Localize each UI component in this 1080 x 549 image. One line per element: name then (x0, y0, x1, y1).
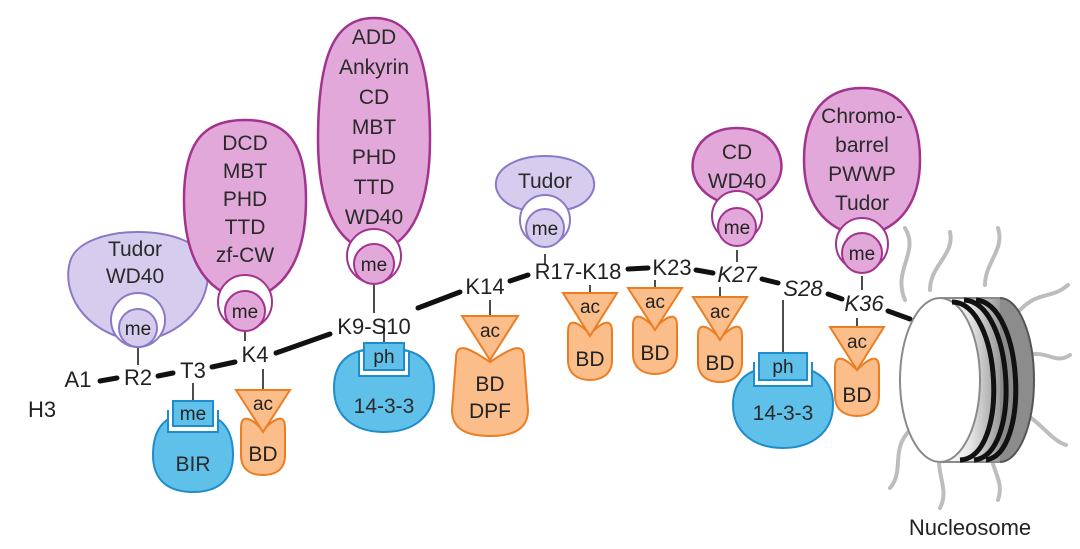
residue-r2: R2 (124, 365, 152, 390)
residue-t3: T3 (180, 358, 206, 383)
residue-a1: A1 (65, 367, 92, 392)
mark-me-k27 (717, 207, 757, 247)
svg-text:BD: BD (640, 342, 669, 365)
reader-k23-bd: ac BD (626, 280, 684, 376)
svg-text:me: me (724, 218, 750, 239)
mark-me-r17 (525, 208, 565, 248)
svg-text:ph: ph (373, 347, 394, 368)
nucleosome-label: Nucleosome (909, 515, 1031, 540)
svg-text:CD: CD (359, 86, 389, 109)
residue-k14: K14 (465, 274, 504, 299)
svg-text:WD40: WD40 (106, 265, 164, 288)
residue-k9-s10: K9-S10 (337, 314, 410, 339)
svg-text:ac: ac (480, 321, 500, 342)
reader-k9-add-ankyrin: me ADD Ankyrin CD MBT PHD TTD WD40 (316, 16, 432, 313)
residue-k23: K23 (652, 255, 691, 280)
svg-text:CD: CD (722, 141, 752, 164)
svg-text:DCD: DCD (222, 132, 268, 155)
svg-text:me: me (125, 319, 151, 340)
svg-text:BIR: BIR (175, 453, 210, 476)
reader-k36-chromobarrel-pwwp: me Chromo- barrel PWWP Tudor (802, 86, 922, 290)
histone-label: H3 (28, 397, 56, 422)
reader-t3-bir: me BIR (151, 383, 235, 494)
mark-me-k9 (353, 243, 395, 285)
svg-text:14-3-3: 14-3-3 (753, 402, 814, 425)
histone-tail-backbone (97, 265, 913, 384)
mark-ac-k14 (460, 315, 520, 362)
reader-k4-dcd-mbt-phd: me DCD MBT PHD TTD zf-CW (182, 118, 308, 341)
svg-text:ac: ac (847, 332, 867, 353)
svg-text:PHD: PHD (352, 146, 396, 169)
svg-text:ADD: ADD (352, 26, 396, 49)
svg-text:BD: BD (575, 348, 604, 371)
svg-text:MBT: MBT (352, 116, 397, 139)
mark-ph-s28 (758, 352, 808, 381)
mark-ph-s10 (363, 342, 405, 371)
svg-text:BD: BD (705, 352, 734, 375)
residue-k36: K36 (844, 291, 884, 316)
svg-text:WD40: WD40 (345, 206, 403, 229)
svg-text:me: me (232, 302, 258, 323)
mark-ac-k23 (626, 287, 684, 332)
mark-ac-k18 (561, 292, 619, 338)
mark-me-t3 (172, 400, 214, 427)
svg-text:BD: BD (842, 384, 871, 407)
svg-text:TTD: TTD (225, 216, 266, 239)
mark-ac-k27 (691, 296, 749, 342)
reader-r17-tudor: me Tudor (494, 154, 596, 264)
svg-text:ph: ph (772, 357, 793, 378)
mark-me-k4 (224, 290, 266, 332)
svg-text:zf-CW: zf-CW (216, 244, 274, 267)
svg-text:MBT: MBT (223, 160, 268, 183)
svg-text:ac: ac (580, 297, 600, 318)
svg-text:barrel: barrel (835, 134, 889, 157)
reader-k27-cd-wd40: me CD WD40 (691, 126, 783, 262)
residue-s28: S28 (783, 276, 823, 301)
svg-text:Tudor: Tudor (835, 192, 889, 215)
svg-text:PHD: PHD (223, 188, 267, 211)
residue-labels: A1 R2 T3 K4 K9-S10 K14 R17-K18 K23 K27 S… (28, 255, 884, 422)
svg-text:me: me (180, 404, 206, 425)
svg-text:me: me (532, 219, 558, 240)
reader-s10-14-3-3: ph 14-3-3 (332, 320, 436, 434)
residue-k4: K4 (242, 342, 269, 367)
svg-text:Chromo-: Chromo- (821, 105, 903, 128)
residue-k27: K27 (717, 262, 757, 287)
svg-text:WD40: WD40 (708, 170, 766, 193)
mark-me-r2 (118, 308, 158, 348)
mark-ac-k4 (234, 389, 292, 434)
reader-k36-bd: ac BD (828, 318, 886, 418)
svg-text:Tudor: Tudor (518, 170, 572, 193)
nucleosome-illustration: Nucleosome (888, 226, 1072, 540)
reader-s28-14-3-3: ph 14-3-3 (731, 300, 835, 450)
svg-text:ac: ac (253, 394, 273, 415)
svg-text:14-3-3: 14-3-3 (354, 395, 415, 418)
svg-text:BD: BD (475, 373, 504, 396)
svg-text:TTD: TTD (354, 176, 395, 199)
reader-r2-tudor-wd40: me Tudor WD40 (67, 231, 209, 365)
svg-text:ac: ac (710, 302, 730, 323)
reader-k18-bd: ac BD (561, 285, 619, 382)
mark-ac-k36 (828, 326, 886, 372)
svg-text:me: me (361, 255, 387, 276)
mark-me-k36 (841, 232, 883, 274)
residue-r17-k18: R17-K18 (535, 259, 622, 284)
reader-k4-bd: ac BD (234, 369, 292, 477)
svg-text:me: me (849, 244, 875, 265)
svg-text:Tudor: Tudor (108, 238, 162, 261)
svg-text:DPF: DPF (469, 400, 511, 423)
reader-k27-bd: ac BD (691, 287, 749, 384)
svg-text:BD: BD (248, 443, 277, 466)
reader-k14-bd-dpf: ac BD DPF (450, 300, 530, 438)
dna-wrap (951, 297, 1019, 463)
svg-text:PWWP: PWWP (828, 163, 896, 186)
svg-text:Ankyrin: Ankyrin (339, 56, 409, 79)
svg-text:ac: ac (645, 292, 665, 313)
